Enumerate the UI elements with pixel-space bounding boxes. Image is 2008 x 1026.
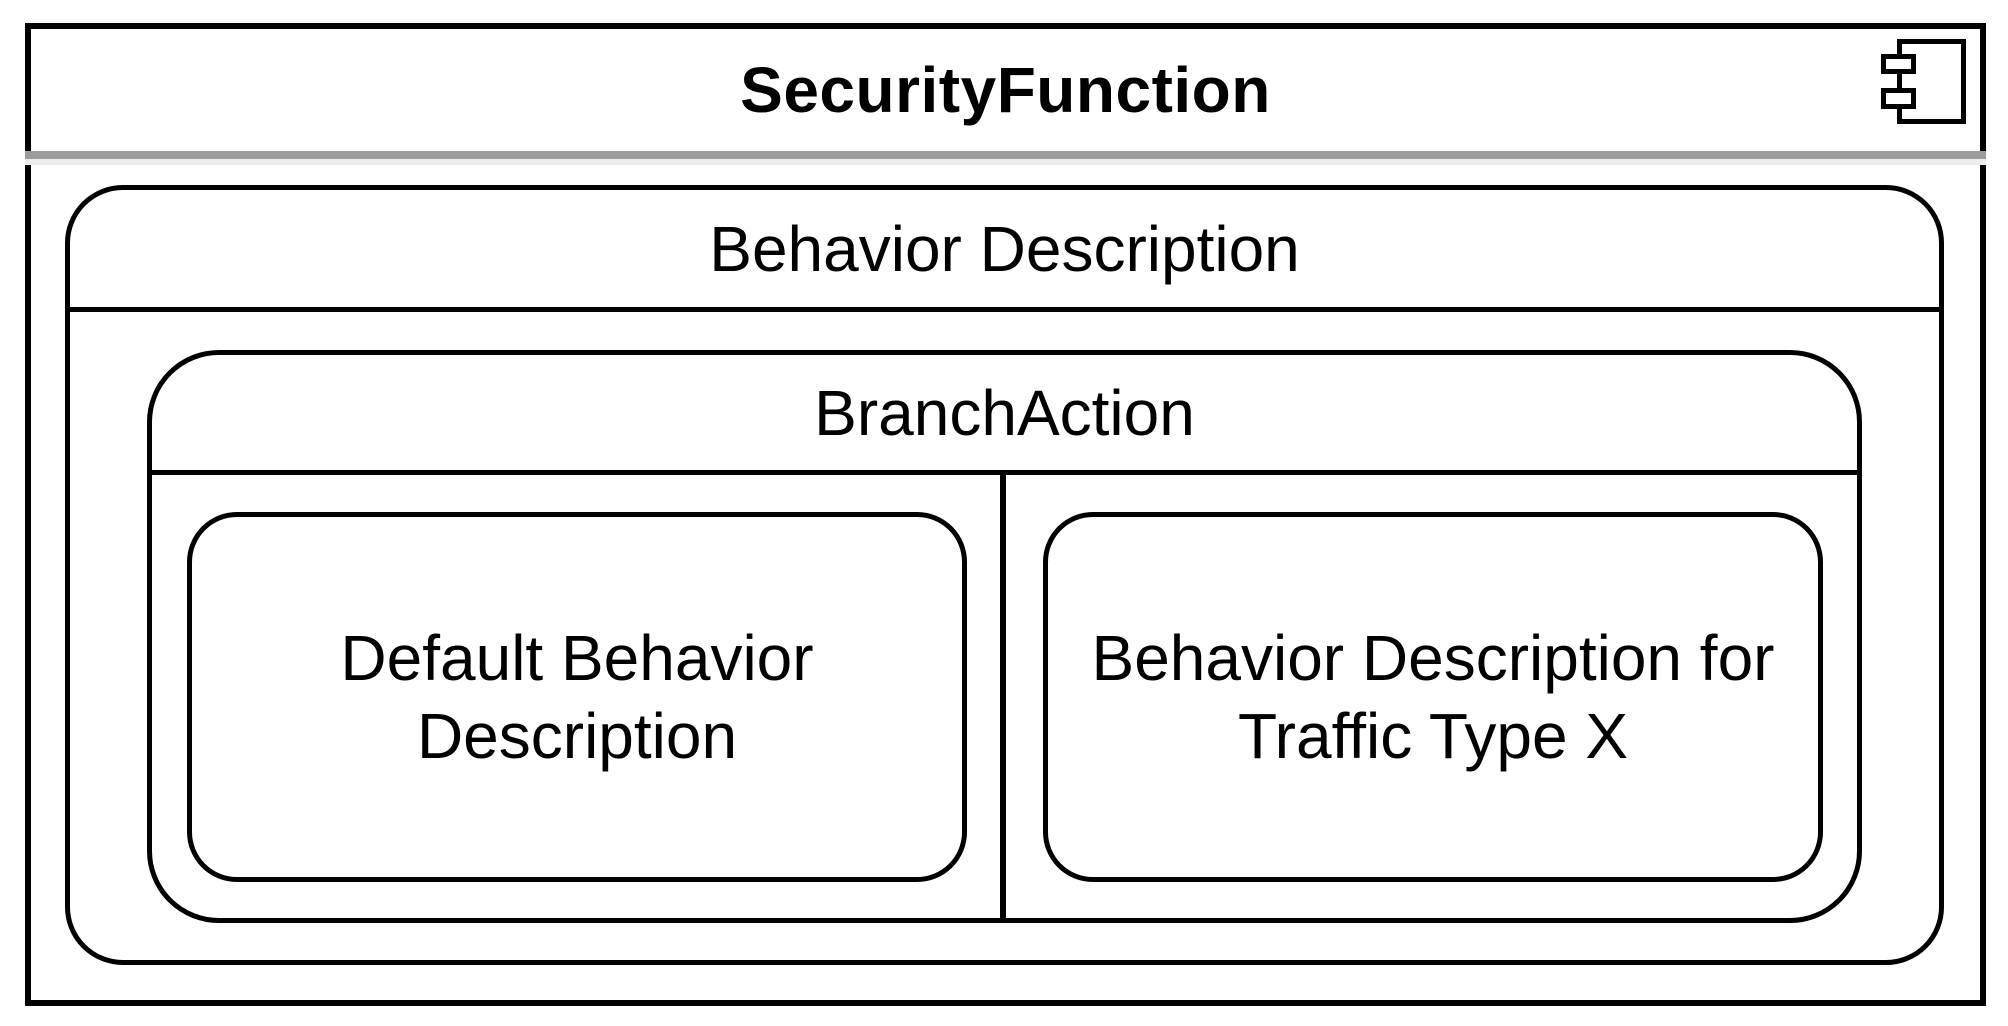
security-function-component: SecurityFunction Behavior Description Br… xyxy=(25,23,1986,1006)
header-separator-light-line xyxy=(25,159,1986,165)
component-icon-tab-bottom xyxy=(1881,88,1916,109)
behavior-description-title: Behavior Description xyxy=(709,212,1300,285)
branch-action-box: BranchAction Default Behavior Descriptio… xyxy=(147,350,1862,923)
branch-action-title: BranchAction xyxy=(814,376,1195,449)
behavior-description-title-separator xyxy=(65,307,1944,312)
behavior-description-traffic-type-x-box: Behavior Description for Traffic Type X xyxy=(1043,512,1823,882)
default-behavior-description-box: Default Behavior Description xyxy=(187,512,967,882)
behavior-description-box: Behavior Description BranchAction Defaul… xyxy=(65,185,1944,965)
component-icon xyxy=(1897,39,1966,124)
component-icon-tab-top xyxy=(1881,54,1916,74)
branch-divider xyxy=(1000,470,1006,918)
component-header: SecurityFunction xyxy=(31,29,1980,151)
component-title: SecurityFunction xyxy=(740,54,1271,126)
header-separator-dark-line xyxy=(25,151,1986,159)
header-separator xyxy=(25,151,1986,165)
